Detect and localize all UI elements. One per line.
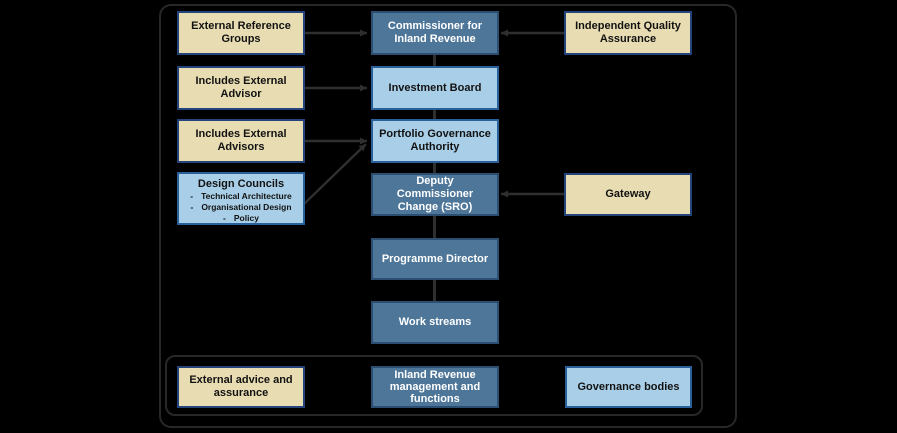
legend-label: Governance bodies bbox=[577, 380, 680, 393]
legend-governance-bodies: Governance bodies bbox=[565, 366, 692, 408]
box-label: Includes External Advisors bbox=[195, 128, 287, 153]
legend-inland-revenue-management-and-functions: Inland Revenue management and functions bbox=[371, 366, 499, 408]
box-includes-external-advisor: Includes External Advisor bbox=[177, 66, 305, 110]
legend-label: External advice and assurance bbox=[189, 374, 293, 399]
box-deputy-commissioner-change-sro: Deputy Commissioner Change (SRO) bbox=[371, 173, 499, 216]
box-label: Portfolio Governance Authority bbox=[379, 128, 491, 153]
box-gateway: Gateway bbox=[564, 173, 692, 216]
bullet-dash: - bbox=[223, 213, 226, 223]
box-label: Independent Quality Assurance bbox=[575, 20, 681, 45]
box-portfolio-governance-authority: Portfolio Governance Authority bbox=[371, 119, 499, 163]
box-label: Work streams bbox=[398, 316, 472, 328]
box-programme-director: Programme Director bbox=[371, 238, 499, 280]
legend-label: Inland Revenue management and functions bbox=[389, 369, 481, 405]
box-investment-board: Investment Board bbox=[371, 66, 499, 110]
box-label: External Reference Groups bbox=[191, 20, 291, 45]
box-label: Programme Director bbox=[381, 252, 489, 265]
legend-external-advice-and-assurance: External advice and assurance bbox=[177, 366, 305, 408]
design-councils-title: Design Councils bbox=[197, 178, 285, 190]
bullet-dash: - bbox=[190, 191, 194, 201]
box-label: Deputy Commissioner Change (SRO) bbox=[396, 175, 474, 213]
box-work-streams: Work streams bbox=[371, 301, 499, 344]
design-councils-item: - Organisational Design bbox=[190, 202, 292, 212]
legend-container bbox=[165, 355, 703, 416]
diagram-outer-frame bbox=[159, 4, 737, 428]
box-external-reference-groups: External Reference Groups bbox=[177, 11, 305, 55]
box-label: Investment Board bbox=[388, 81, 482, 94]
box-label: Includes External Advisor bbox=[195, 75, 287, 100]
box-independent-quality-assurance: Independent Quality Assurance bbox=[564, 11, 692, 55]
box-label: Commissioner for Inland Revenue bbox=[387, 20, 483, 45]
bullet-dash: - bbox=[190, 202, 194, 212]
design-councils-item: - Policy bbox=[223, 213, 259, 223]
box-label: Gateway bbox=[605, 188, 651, 200]
box-includes-external-advisors: Includes External Advisors bbox=[177, 119, 305, 163]
box-commissioner-for-inland-revenue: Commissioner for Inland Revenue bbox=[371, 11, 499, 55]
box-design-councils: Design Councils - Technical Architecture… bbox=[177, 172, 305, 225]
design-councils-item: - Technical Architecture bbox=[190, 191, 292, 201]
